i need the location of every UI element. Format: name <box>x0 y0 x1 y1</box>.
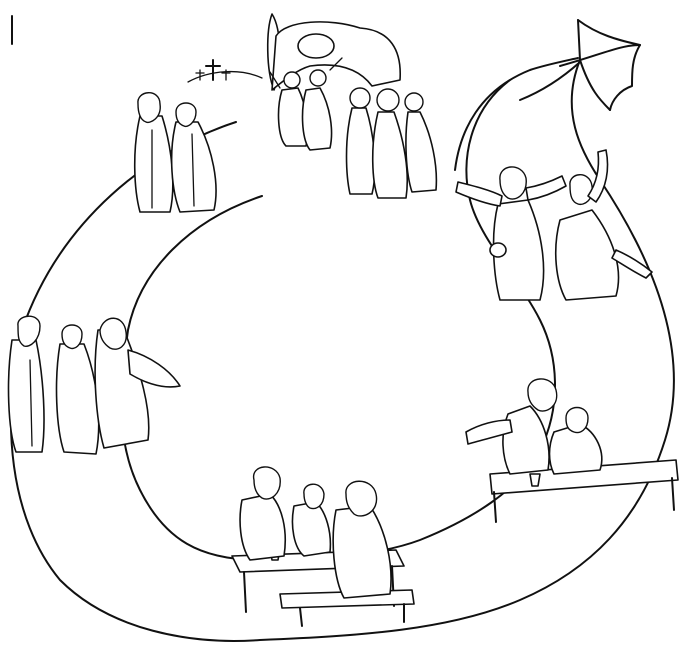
disciples-running <box>456 150 652 300</box>
disciples-at-inn <box>466 379 678 522</box>
apostles-group <box>347 88 437 198</box>
cup-icon <box>530 474 540 486</box>
supper-at-emmaus <box>232 467 414 626</box>
three-travelers <box>9 316 180 454</box>
two-disciples-walking <box>135 93 216 212</box>
